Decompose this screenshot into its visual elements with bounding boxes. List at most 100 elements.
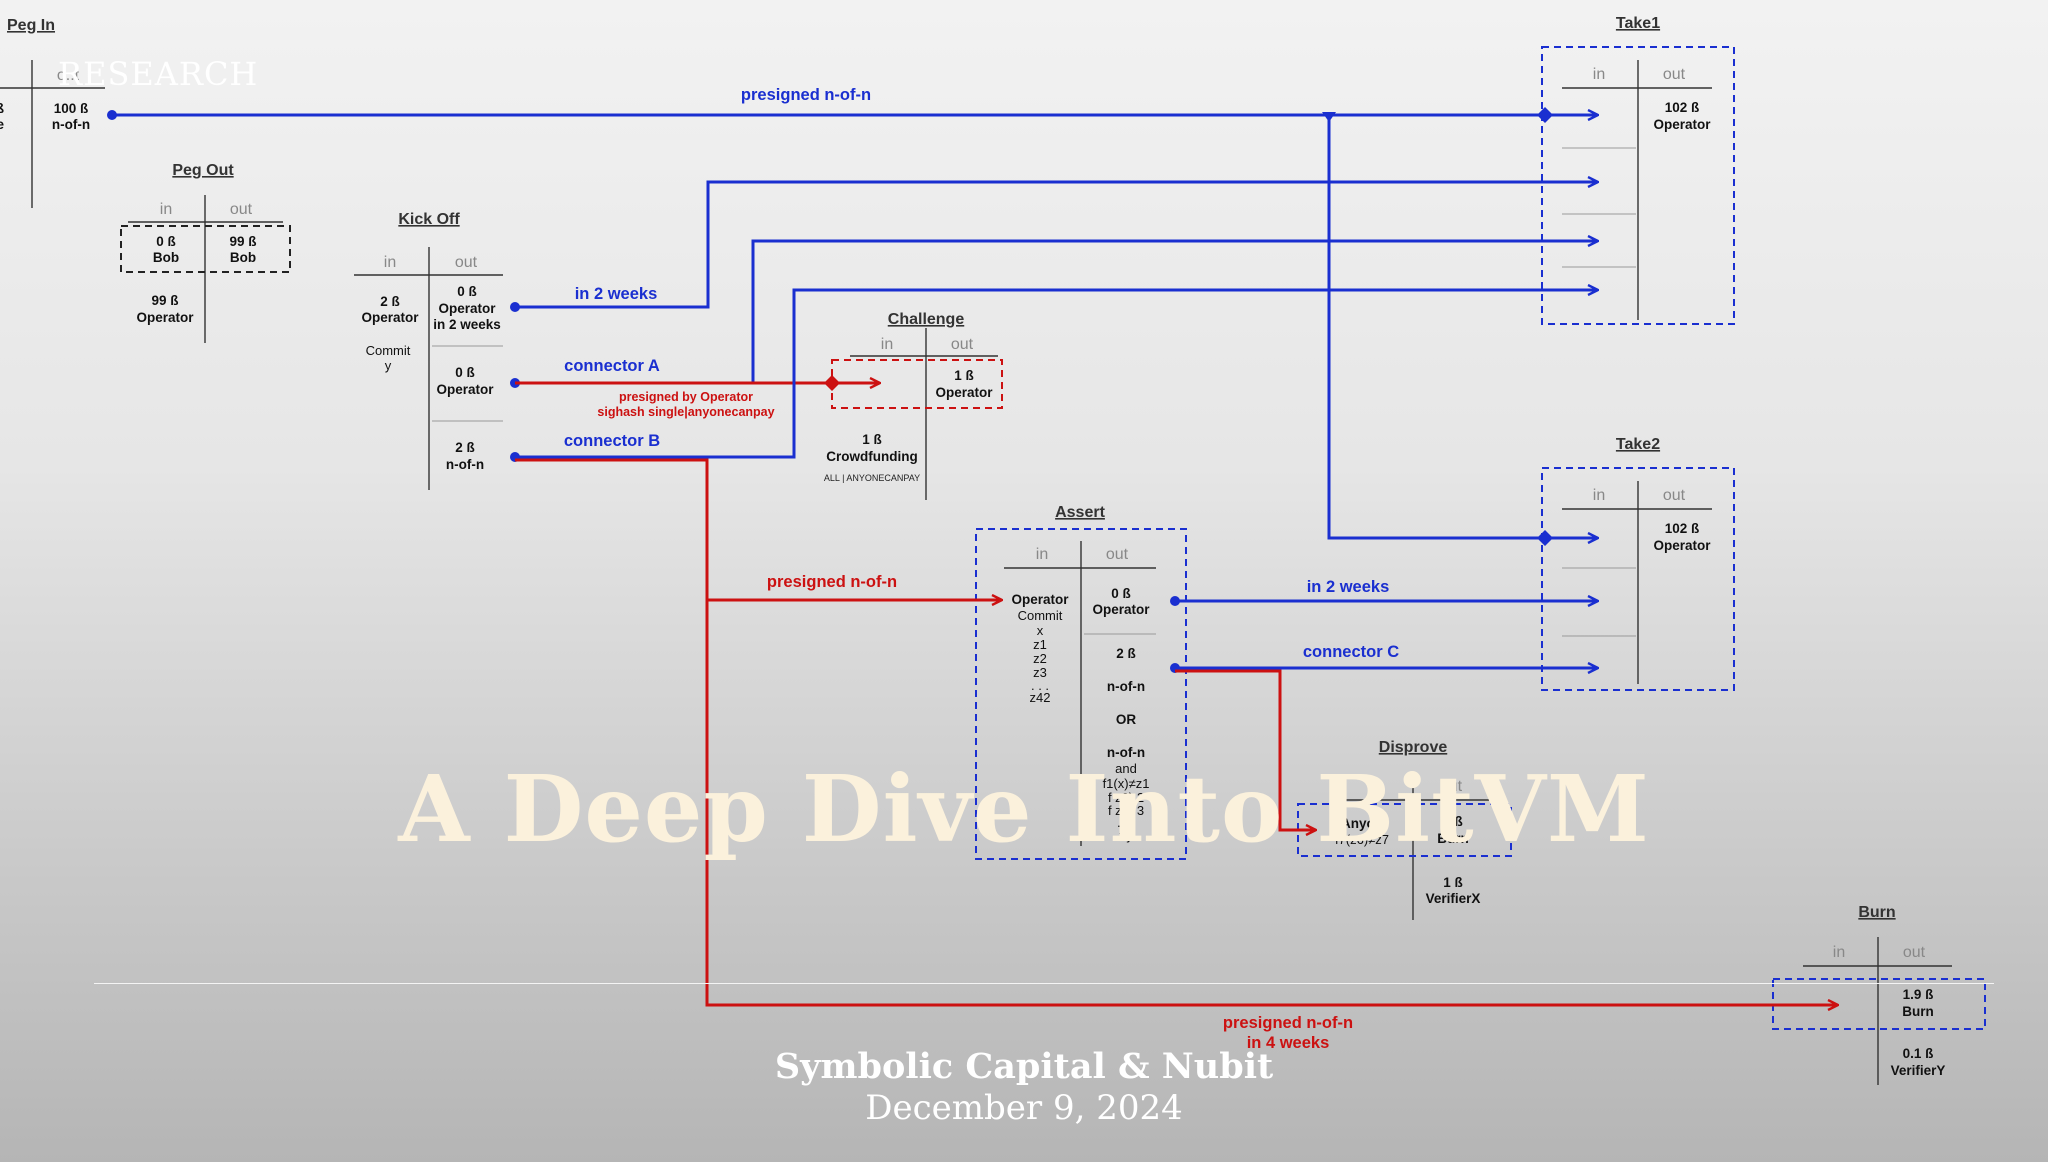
pegin-in-value: ß bbox=[0, 101, 4, 116]
burn-out2-owner: VerifierY bbox=[1891, 1063, 1946, 1078]
assert-commit-var-3: z3 bbox=[1033, 665, 1047, 680]
challenge-in2-value: 1 ß bbox=[862, 432, 882, 447]
disprove-in-sub: f7(z6)≠z7 bbox=[1335, 832, 1389, 847]
challenge-sighash-note: ALL | ANYONECANPAY bbox=[824, 473, 920, 483]
label-presigned-operator: presigned by Operator bbox=[619, 390, 753, 404]
tx-assert: Assert in out Operator Commit x z1 z2 z3… bbox=[975, 504, 1187, 860]
assert-out2-and: and bbox=[1115, 761, 1137, 776]
take1-out-owner: Operator bbox=[1653, 117, 1711, 132]
edge-pegin-take2 bbox=[1327, 115, 1598, 538]
kickoff-commit: Commit bbox=[366, 343, 411, 358]
assert-out1-value: 0 ß bbox=[1111, 586, 1131, 601]
challenge-in2-owner: Crowdfunding bbox=[826, 449, 917, 464]
edge-connector-b-burn bbox=[515, 458, 1838, 1005]
pegin-out-value: 100 ß bbox=[54, 101, 89, 116]
edge-branch-marker bbox=[1322, 112, 1336, 122]
assert-in-header: in bbox=[1036, 546, 1048, 563]
kickoff-out1-dot bbox=[510, 302, 520, 312]
take2-out-value: 102 ß bbox=[1665, 521, 1700, 536]
edge-kickoff-take1-timelock bbox=[515, 182, 1598, 309]
pegout-out1-value: 99 ß bbox=[229, 234, 256, 249]
burn-out2-value: 0.1 ß bbox=[1903, 1046, 1934, 1061]
take1-title: Take1 bbox=[1616, 15, 1660, 32]
assert-out1-owner: Operator bbox=[1092, 602, 1150, 617]
tx-kickoff: Kick Off in out 2 ß Operator Commit y 0 … bbox=[354, 211, 503, 490]
assert-out2-value: 2 ß bbox=[1116, 646, 1136, 661]
label-assert-in2weeks: in 2 weeks bbox=[1307, 578, 1390, 596]
presentation-date: December 9, 2024 bbox=[865, 1088, 1183, 1128]
take2-box bbox=[1541, 467, 1735, 691]
kickoff-out1-value: 0 ß bbox=[457, 284, 477, 299]
kickoff-in-value: 2 ß bbox=[380, 294, 400, 309]
assert-commit-var-5: z42 bbox=[1030, 690, 1051, 705]
disprove-in-text: Anyon bbox=[1341, 816, 1383, 831]
assert-out2-cond-2: f z2) 3 bbox=[1108, 803, 1144, 818]
assert-out2-cond-4: f y bbox=[1119, 828, 1133, 843]
assert-commit-var-4: . . . bbox=[1031, 678, 1049, 693]
assert-out2-line-0: n-of-n bbox=[1107, 679, 1145, 694]
challenge-in-header: in bbox=[881, 336, 893, 353]
pegout-in2-value: 99 ß bbox=[151, 293, 178, 308]
take1-out-value: 102 ß bbox=[1665, 100, 1700, 115]
kickoff-out1-note: in 2 weeks bbox=[433, 317, 501, 332]
take1-out-header: out bbox=[1663, 66, 1686, 83]
tx-challenge: Challenge in out 1 ß Operator 1 ß Crowdf… bbox=[824, 311, 1003, 500]
pegout-in1-value: 0 ß bbox=[156, 234, 176, 249]
assert-commit-var-2: z2 bbox=[1033, 651, 1047, 666]
tx-take2: Take2 in out 102 ß Operator bbox=[1541, 436, 1735, 691]
challenge-title: Challenge bbox=[888, 311, 965, 328]
disprove-title: Disprove bbox=[1379, 739, 1448, 756]
assert-commit-var-0: x bbox=[1037, 623, 1044, 638]
assert-title: Assert bbox=[1055, 504, 1105, 521]
take2-in-header: in bbox=[1593, 487, 1605, 504]
kickoff-title: Kick Off bbox=[398, 211, 460, 228]
kickoff-out3-owner: n-of-n bbox=[446, 457, 484, 472]
label-connector-b: connector B bbox=[564, 432, 660, 450]
disprove-out1-owner: Burn bbox=[1437, 831, 1469, 846]
disprove-out2-owner: VerifierX bbox=[1426, 891, 1481, 906]
take2-out-owner: Operator bbox=[1653, 538, 1711, 553]
label-sighash: sighash single|anyonecanpay bbox=[597, 405, 774, 419]
label-connector-a: connector A bbox=[564, 357, 660, 375]
challenge-out-owner: Operator bbox=[935, 385, 993, 400]
edge-connector-c-disprove bbox=[1175, 669, 1316, 830]
challenge-input-diamond bbox=[824, 375, 840, 391]
label-presigned-burn: presigned n-of-n bbox=[1223, 1014, 1353, 1032]
pegout-title: Peg Out bbox=[172, 162, 234, 179]
assert-out2-cond-1: f z2) 2 bbox=[1108, 790, 1144, 805]
presentation-title: A Deep Dive Into BitVM bbox=[398, 755, 1650, 863]
kickoff-out2-owner: Operator bbox=[436, 382, 494, 397]
edge-connector-a-take1 bbox=[515, 241, 1598, 385]
pegin-title: Peg In bbox=[7, 17, 55, 34]
assert-box bbox=[975, 528, 1187, 860]
disprove-out1-value: 1 ß bbox=[1443, 814, 1463, 829]
divider-line bbox=[94, 983, 1994, 984]
tx-pegout: Peg Out in out 0 ß Bob 99 ß Bob 99 ß Ope… bbox=[120, 162, 291, 343]
kickoff-in-header: in bbox=[384, 254, 396, 271]
take2-title: Take2 bbox=[1616, 436, 1660, 453]
assert-out2-cond-3: . . . bbox=[1117, 815, 1135, 830]
edges: presigned n-of-n in 2 weeks connector A … bbox=[107, 86, 1838, 1052]
kickoff-out-header: out bbox=[455, 254, 478, 271]
take1-box bbox=[1541, 46, 1735, 325]
pegin-out-header: o..t bbox=[57, 67, 80, 84]
kickoff-out3-value: 2 ß bbox=[455, 440, 475, 455]
presentation-authors: Symbolic Capital & Nubit bbox=[774, 1046, 1274, 1087]
label-presigned-assert: presigned n-of-n bbox=[767, 573, 897, 591]
tx-pegin: Peg In o..t ß e 100 ß n-of-n bbox=[0, 17, 105, 208]
kickoff-out2-value: 0 ß bbox=[455, 365, 475, 380]
pegout-in2-owner: Operator bbox=[136, 310, 194, 325]
disprove-in-header: in bbox=[1369, 778, 1381, 795]
label-kickoff-in2weeks: in 2 weeks bbox=[575, 285, 658, 303]
pegout-connector-box bbox=[120, 225, 291, 273]
brand-watermark: RESEARCH bbox=[58, 55, 259, 93]
pegout-out1-owner: Bob bbox=[230, 250, 256, 265]
assert-commit: Commit bbox=[1018, 608, 1063, 623]
challenge-out-value: 1 ß bbox=[954, 368, 974, 383]
pegout-out-header: out bbox=[230, 201, 253, 218]
edge-connector-b-take1 bbox=[515, 290, 1598, 459]
label-connector-c: connector C bbox=[1303, 643, 1399, 661]
challenge-out-header: out bbox=[951, 336, 974, 353]
burn-out-header: out bbox=[1903, 944, 1926, 961]
tx-disprove: Disprove in out Anyon f7(z6)≠z7 1 ß Burn… bbox=[1297, 739, 1512, 920]
